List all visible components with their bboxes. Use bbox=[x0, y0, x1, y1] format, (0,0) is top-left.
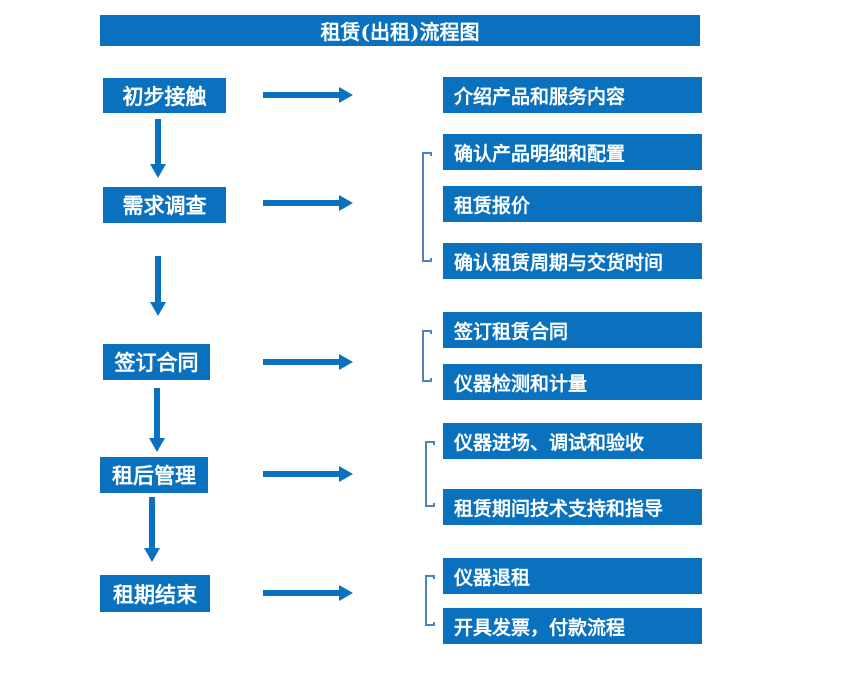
arrow-down-step4-step5 bbox=[149, 497, 155, 548]
detail-box-sign-rental-contract: 签订租赁合同 bbox=[443, 312, 702, 348]
detail-box-confirm-period-delivery: 确认租赁周期与交货时间 bbox=[443, 243, 702, 279]
step-box-post-rental-management: 租后管理 bbox=[100, 457, 208, 493]
flowchart-title: 租赁(出租)流程图 bbox=[100, 15, 700, 46]
bracket-demand-survey-details bbox=[422, 152, 432, 262]
arrow-right-post-rental bbox=[263, 471, 339, 477]
arrow-down-step3-step4 bbox=[154, 388, 160, 438]
detail-box-confirm-product-config: 确认产品明细和配置 bbox=[443, 134, 702, 170]
detail-box-instrument-setup-acceptance: 仪器进场、调试和验收 bbox=[443, 423, 702, 459]
step-box-initial-contact: 初步接触 bbox=[103, 78, 226, 113]
detail-box-instrument-return: 仪器退租 bbox=[443, 558, 702, 594]
bracket-sign-contract-details bbox=[422, 330, 432, 382]
detail-box-tech-support: 租赁期间技术支持和指导 bbox=[443, 489, 702, 525]
arrow-right-initial-contact bbox=[263, 92, 339, 98]
arrow-right-sign-contract bbox=[263, 359, 339, 365]
arrow-down-step2-step3 bbox=[155, 256, 161, 302]
step-box-rental-end: 租期结束 bbox=[100, 575, 210, 612]
arrow-right-demand-survey bbox=[263, 200, 339, 206]
detail-box-rental-quote: 租赁报价 bbox=[443, 186, 702, 222]
detail-box-instrument-inspection: 仪器检测和计量 bbox=[443, 364, 702, 400]
arrow-right-rental-end bbox=[263, 590, 339, 596]
detail-box-introduce-products: 介绍产品和服务内容 bbox=[443, 77, 702, 113]
bracket-post-rental-details bbox=[425, 441, 435, 507]
arrow-down-step1-step2 bbox=[155, 119, 161, 164]
detail-box-invoice-payment: 开具发票，付款流程 bbox=[443, 608, 702, 644]
bracket-rental-end-details bbox=[425, 575, 435, 626]
step-box-demand-survey: 需求调查 bbox=[103, 187, 226, 223]
step-box-sign-contract: 签订合同 bbox=[103, 344, 210, 380]
